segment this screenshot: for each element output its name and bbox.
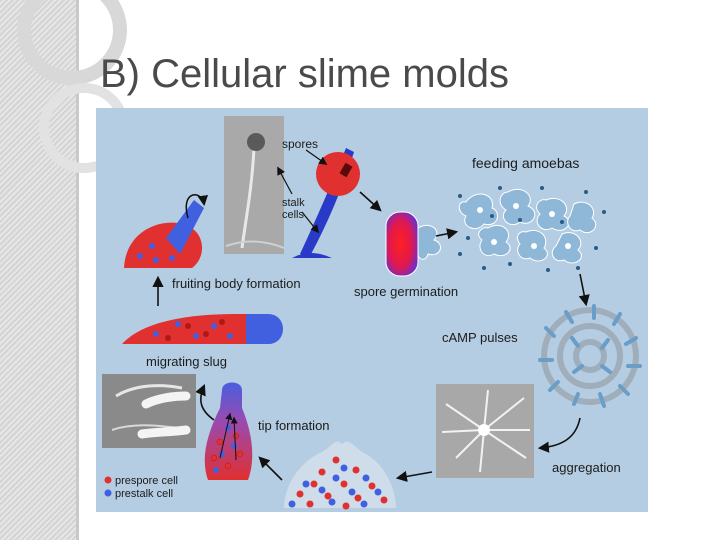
stalk-label-line1: stalk xyxy=(282,197,305,209)
life-cycle-diagram: spores stalk cells spore germination fee… xyxy=(96,108,648,512)
aggregation-label: aggregation xyxy=(552,460,621,475)
spore-germination-label: spore germination xyxy=(354,284,458,299)
tip-formation-label: tip formation xyxy=(258,418,330,433)
germinating-spore xyxy=(385,211,442,277)
fruiting-body-formation-label: fruiting body formation xyxy=(172,276,301,291)
stalk-label-line2: cells xyxy=(282,209,305,221)
camp-pulses xyxy=(538,304,642,408)
legend-prespore-label: prespore cell xyxy=(115,475,178,487)
feeding-amoebas xyxy=(458,186,606,272)
legend-prestalk-label: prestalk cell xyxy=(115,488,173,500)
legend-prespore-swatch xyxy=(104,476,112,484)
feeding-amoebas-label: feeding amoebas xyxy=(472,155,579,171)
side-strip-edge xyxy=(76,0,79,540)
migrating-slug xyxy=(122,314,283,344)
mound xyxy=(284,441,396,510)
spores-label: spores xyxy=(282,137,318,151)
fruiting-body-photo xyxy=(224,116,285,254)
legend-prestalk-swatch xyxy=(104,489,112,497)
camp-pulses-label: cAMP pulses xyxy=(442,330,518,345)
slide-title: B) Cellular slime molds xyxy=(100,52,509,96)
aggregation-photo xyxy=(436,384,534,478)
legend: prespore cell prestalk cell xyxy=(104,475,178,500)
slug-photo xyxy=(102,374,196,448)
migrating-slug-label: migrating slug xyxy=(146,354,227,369)
tipped-mound xyxy=(204,382,253,480)
culminant xyxy=(124,194,208,268)
